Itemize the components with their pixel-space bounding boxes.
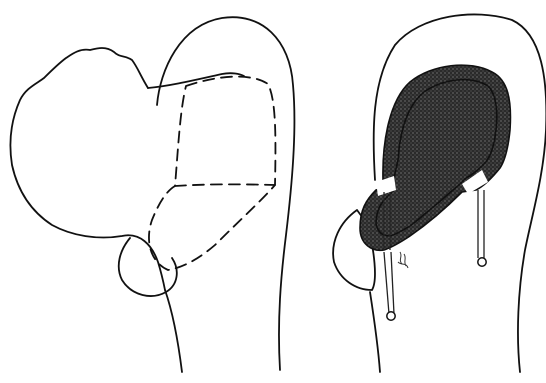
right-shaded-band [360, 65, 510, 250]
right-pin-lower-wire-b [391, 252, 394, 314]
right-pin-lower-head [387, 312, 395, 320]
left-shaft-outline [157, 17, 294, 370]
left-dashed-region [149, 77, 275, 270]
left-irregular-lobe [10, 48, 165, 290]
left-panel [10, 17, 294, 372]
right-panel [333, 14, 546, 372]
right-shaft-inner-edge [370, 292, 380, 372]
left-shaft-inner-edge [165, 290, 182, 372]
right-small-mark [398, 252, 408, 268]
left-dashed-crossline [175, 184, 275, 186]
right-pin-right-head [478, 258, 486, 266]
left-small-bulge [119, 238, 177, 296]
right-pin-lower-wire-a [384, 252, 389, 314]
